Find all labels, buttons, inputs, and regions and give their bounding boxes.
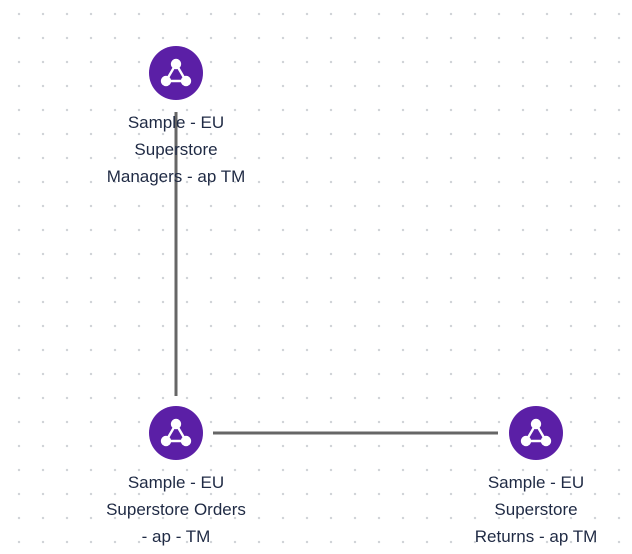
node-label-line: Superstore: [494, 500, 578, 519]
node-label-line: - ap - TM: [141, 527, 211, 546]
data-source-icon[interactable]: [149, 406, 203, 460]
node-label-line: Returns - ap TM: [474, 527, 598, 546]
node-label-line: Sample - EU: [127, 473, 225, 492]
node-label: Sample - EU Superstore Returns - ap TM: [456, 469, 616, 550]
node-label-line: Sample - EU: [127, 113, 225, 132]
node-label-line: Superstore: [134, 140, 218, 159]
node-label-line: Superstore Orders: [106, 500, 246, 519]
data-source-icon[interactable]: [149, 46, 203, 100]
node-label-line: Managers - ap TM: [106, 167, 246, 186]
node-label: Sample - EU Superstore Managers - ap TM: [96, 109, 256, 190]
node-label: Sample - EU Superstore Orders - ap - TM: [96, 469, 256, 550]
node-label-line: Sample - EU: [487, 473, 585, 492]
data-source-icon[interactable]: [509, 406, 563, 460]
